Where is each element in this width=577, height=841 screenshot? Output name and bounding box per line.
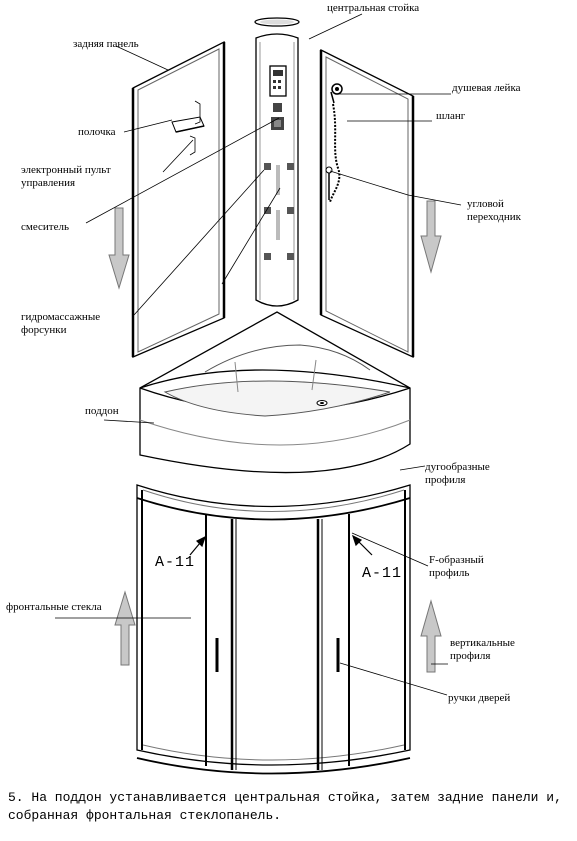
arrow-up-left xyxy=(114,590,136,666)
arrow-down-left xyxy=(108,207,130,290)
label-control-panel: электронный пульт управления xyxy=(21,164,111,189)
label-mixer: смеситель xyxy=(21,221,69,233)
label-shower-head: душевая лейка xyxy=(452,82,521,94)
arrow-up-right xyxy=(420,599,442,673)
label-corner-adapter: угловой переходник xyxy=(467,198,521,223)
code-arrows xyxy=(189,534,373,556)
label-shelf: полочка xyxy=(78,126,116,138)
label-back-panel: задняя панель xyxy=(73,38,139,50)
arrow-down-right xyxy=(420,200,442,274)
control-panel xyxy=(269,65,287,97)
label-front-glass: фронтальные стекла xyxy=(6,601,102,613)
shelf xyxy=(171,116,205,133)
label-massage-jets: гидромассажные форсунки xyxy=(21,311,101,336)
shower-head xyxy=(330,83,343,104)
label-central-column: центральная стойка xyxy=(327,2,420,14)
leader-lines xyxy=(55,13,462,696)
label-arc-profiles: дугообразные профиля xyxy=(425,461,490,486)
caption: 5. На поддон устанавливается центральная… xyxy=(8,790,562,823)
back-panel-right xyxy=(319,48,415,359)
label-door-handles: ручки дверей xyxy=(448,692,511,704)
central-column xyxy=(254,17,300,307)
label-vertical-profiles: вертикальные профиля xyxy=(450,637,515,662)
label-tray: поддон xyxy=(85,405,119,417)
code-right: A-11 xyxy=(362,565,403,582)
front-glass-panel xyxy=(136,484,411,775)
back-panel-left xyxy=(131,40,226,358)
label-f-profile: F-образный профиль xyxy=(429,554,484,579)
massage-jets xyxy=(264,163,294,260)
door-handles xyxy=(215,638,340,672)
tray xyxy=(139,311,411,474)
label-hose: шланг xyxy=(436,110,466,122)
hose xyxy=(329,103,341,203)
code-left: A-11 xyxy=(155,554,196,571)
